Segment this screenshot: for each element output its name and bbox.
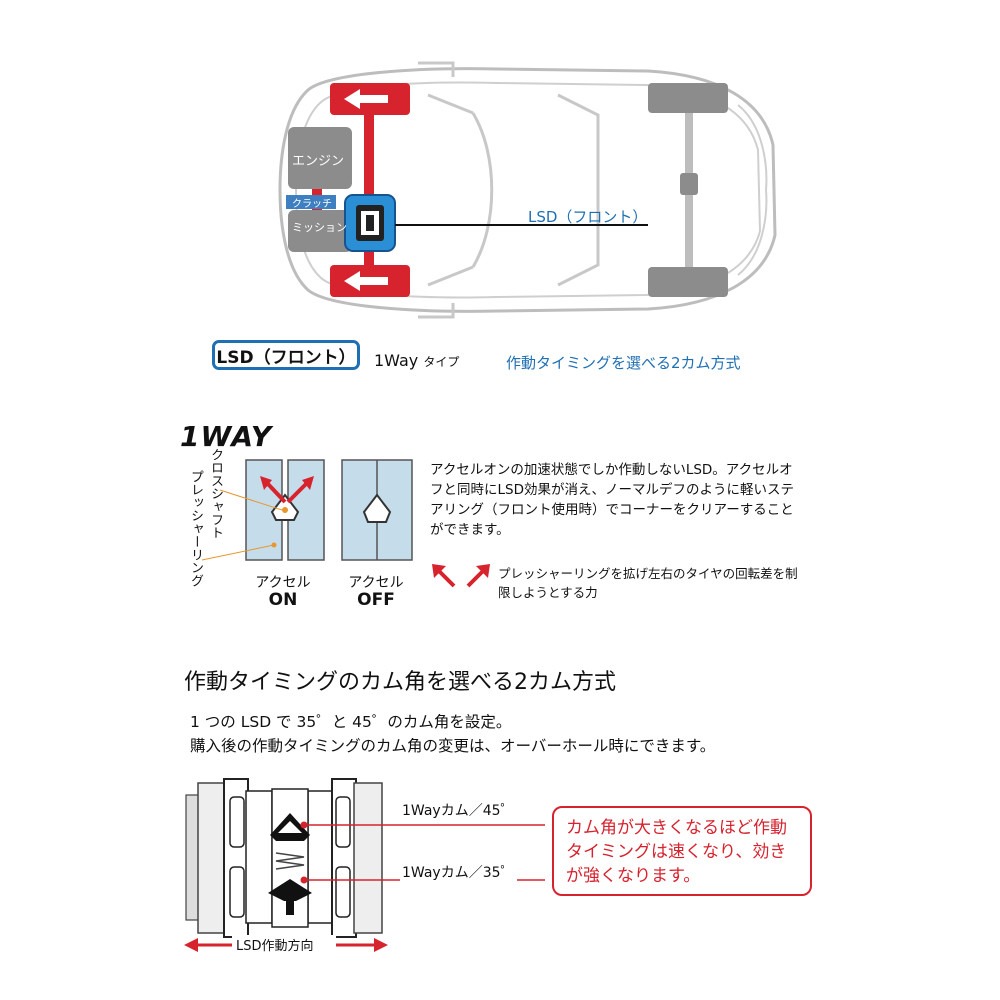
clutch-strip: [286, 195, 336, 209]
two-cam-title: 作動タイミングのカム角を選べる2カム方式: [184, 670, 616, 695]
red-arrows-icon: [432, 564, 490, 588]
lsd-direction-label: LSD作動方向: [236, 939, 314, 954]
engine-label: エンジン: [292, 154, 345, 169]
accel-off-label: アクセル: [348, 575, 404, 591]
rear-right-tire: [648, 267, 728, 297]
accel-on-label: アクセル: [255, 575, 311, 591]
accel-off-state: OFF: [357, 590, 395, 610]
two-cam-paragraph-2: 購入後の作動タイミングのカム角の変更は、オーバーホール時にできます。: [190, 737, 716, 755]
engine-block: [288, 127, 352, 189]
type-suffix: タイプ: [423, 355, 460, 369]
two-cam-caption: 作動タイミングを選べる2カム方式: [506, 354, 741, 372]
cam-35-label: 1Wayカム／35゜: [400, 862, 517, 882]
lsd-front-label: LSD（フロント）: [528, 208, 648, 226]
arrow-note: プレッシャーリングを拡げ左右のタイヤの回転差を制限しようとする力: [498, 566, 798, 600]
rear-left-tire: [648, 83, 728, 113]
oneway-title: 1WAY: [180, 420, 273, 453]
cross-shaft-label: クロスシャフト: [208, 448, 223, 539]
mission-label: ミッション: [292, 221, 347, 234]
oneway-description: アクセルオンの加速状態でしか作動しないLSD。アクセルオフと同時にLSD効果が消…: [430, 462, 794, 538]
type-main: 1Way: [374, 351, 419, 370]
clutch-label: クラッチ: [292, 199, 332, 210]
lsd-front-badge: LSD（フロント）: [212, 340, 360, 370]
car-drivetrain-diagram: [278, 61, 777, 319]
two-cam-paragraph-1: 1 つの LSD で 35゜と 45゜のカム角を設定。: [190, 713, 512, 731]
cam-45-label: 1Wayカム／45゜: [400, 800, 517, 820]
mission-block: [288, 210, 352, 252]
type-label: 1Way タイプ: [374, 351, 459, 370]
pressure-ring-label: プレッシャーリング: [188, 470, 203, 587]
oneway-cam-diagrams: [201, 459, 413, 561]
accel-on-state: ON: [268, 590, 298, 610]
cam-angle-note: カム角が大きくなるほど作動タイミングは速くなり、効きが強くなります。: [552, 806, 812, 896]
